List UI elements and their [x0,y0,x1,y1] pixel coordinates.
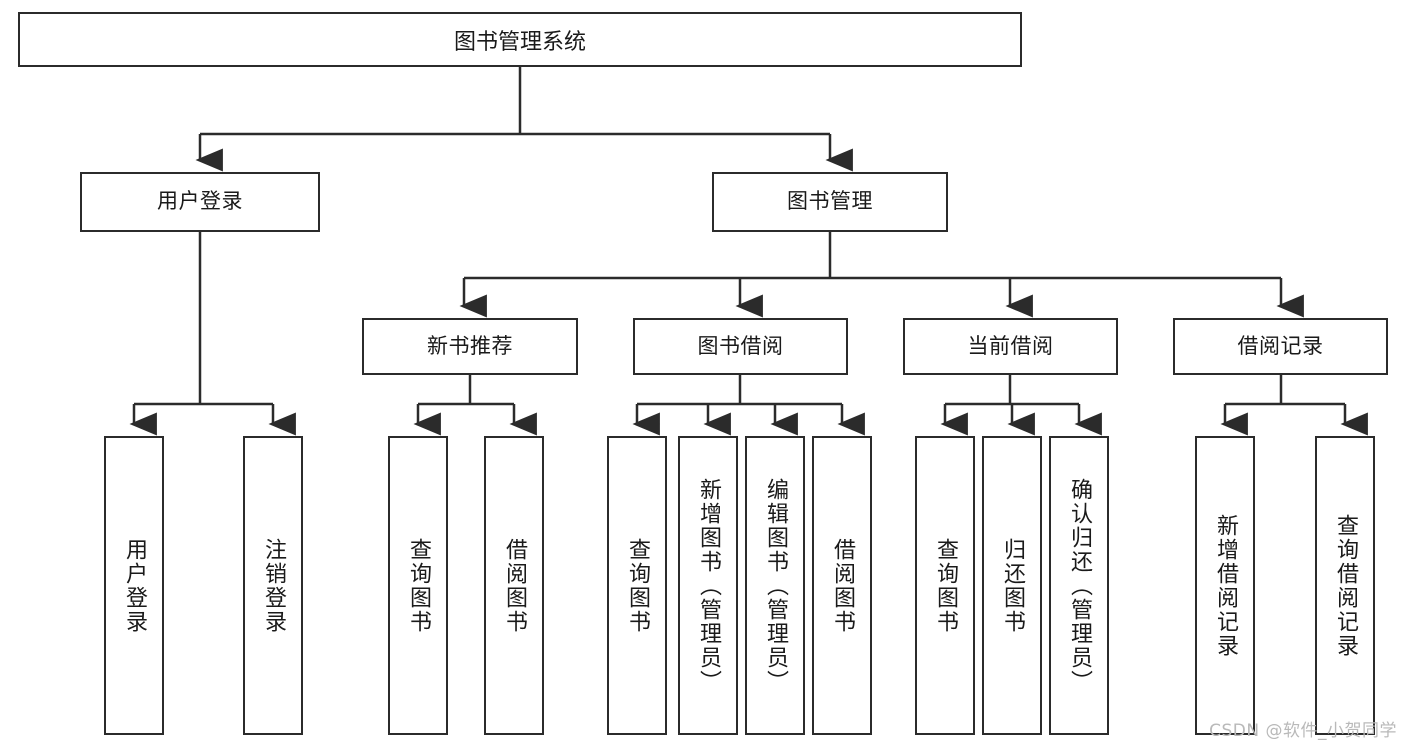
node-current-borrow[interactable]: 当前借阅 [903,318,1118,375]
node-label: 新书推荐 [427,333,513,358]
leaf-label: 用户登录 [121,537,147,634]
leaf-node[interactable]: 新增图书（管理员） [678,436,738,735]
leaf-label: 查询图书 [932,537,958,634]
leaf-label: 新增借阅记录 [1212,513,1238,658]
leaf-label: 查询借阅记录 [1332,513,1358,658]
node-new-book-rec[interactable]: 新书推荐 [362,318,578,375]
node-label: 图书管理系统 [453,29,586,55]
leaf-node[interactable]: 用户登录 [104,436,164,735]
leaf-node[interactable]: 查询借阅记录 [1315,436,1375,735]
leaf-node[interactable]: 查询图书 [388,436,448,735]
leaf-label: 编辑图书（管理员） [762,477,788,694]
leaf-node[interactable]: 查询图书 [915,436,975,735]
node-book-borrow[interactable]: 图书借阅 [633,318,848,375]
leaf-node[interactable]: 归还图书 [982,436,1042,735]
leaf-label: 查询图书 [405,537,431,634]
leaf-label: 注销登录 [260,537,286,634]
leaf-label: 归还图书 [999,537,1025,634]
leaf-label: 借阅图书 [501,537,527,634]
leaf-node[interactable]: 查询图书 [607,436,667,735]
node-label: 用户登录 [157,189,243,214]
leaf-node[interactable]: 编辑图书（管理员） [745,436,805,735]
leaf-label: 借阅图书 [829,537,855,634]
node-label: 借阅记录 [1237,333,1324,358]
leaf-label: 查询图书 [624,537,650,634]
node-book-manage[interactable]: 图书管理 [712,172,948,232]
node-user-login[interactable]: 用户登录 [80,172,320,232]
leaf-label: 新增图书（管理员） [695,477,721,694]
node-label: 图书借阅 [697,333,784,358]
node-label: 图书管理 [787,189,873,214]
node-borrow-record[interactable]: 借阅记录 [1173,318,1388,375]
leaf-node[interactable]: 注销登录 [243,436,303,735]
leaf-node[interactable]: 新增借阅记录 [1195,436,1255,735]
leaf-node[interactable]: 借阅图书 [484,436,544,735]
leaf-node[interactable]: 确认归还（管理员） [1049,436,1109,735]
leaf-node[interactable]: 借阅图书 [812,436,872,735]
csdn-watermark: CSDN @软件_小贺同学 [1209,721,1397,741]
leaf-label: 确认归还（管理员） [1066,477,1092,694]
node-label: 当前借阅 [967,333,1054,358]
node-root-system[interactable]: 图书管理系统 [18,12,1022,67]
